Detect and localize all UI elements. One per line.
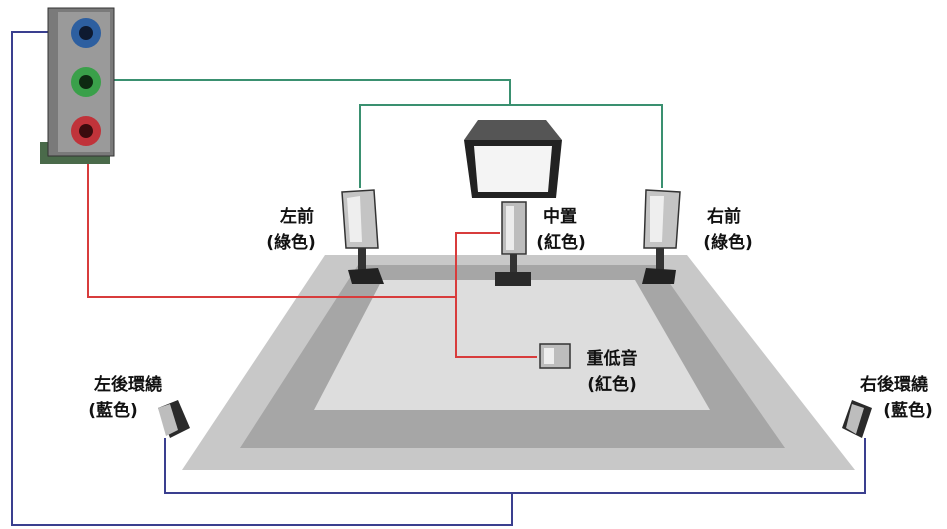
center-label: 中置 [543,206,577,227]
front-left-label: 左前 [280,206,314,227]
center-speaker-icon [495,201,531,286]
blue-cable [11,31,513,526]
rear-left-color-label: (藍色) [88,400,138,421]
rear-right-color-label: (藍色) [883,400,933,421]
subwoofer-color-label: (紅色) [587,374,637,395]
blue-jack-icon [71,18,101,48]
green-cable [102,79,511,188]
red-jack-icon [71,116,101,146]
rear-left-label: 左後環繞 [94,374,162,395]
monitor-icon [464,120,562,198]
front-right-speaker-icon [642,189,681,284]
green-jack-icon [71,67,101,97]
rear-right-speaker-icon [842,400,872,438]
blue-cable-right [512,438,866,494]
center-color-label: (紅色) [536,232,586,253]
green-cable-right [510,104,663,188]
rear-right-label: 右後環繞 [860,374,928,395]
cables [11,31,866,526]
rear-left-speaker-icon [158,400,190,438]
front-right-label: 右前 [707,206,741,227]
audio-jack-panel [40,7,115,164]
floor-inner [314,280,710,410]
red-cable-center [455,232,500,297]
subwoofer-label: 重低音 [587,348,638,369]
front-left-color-label: (綠色) [266,232,316,253]
front-right-color-label: (綠色) [703,232,753,253]
front-left-speaker-icon [341,189,384,284]
subwoofer-icon [539,343,571,369]
